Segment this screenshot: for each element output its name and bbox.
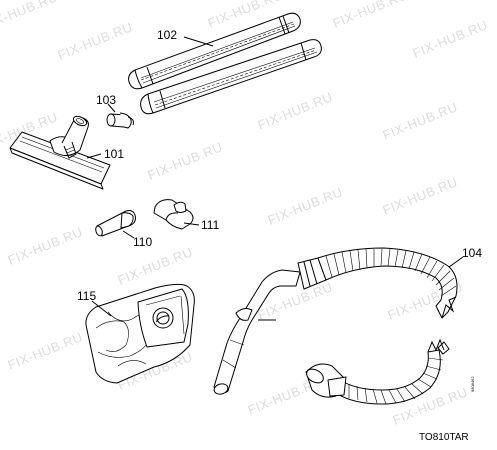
watermark-text: FIX-HUB.RU xyxy=(381,174,460,218)
watermark-text: FIX-HUB.RU xyxy=(256,89,335,133)
tube-upper xyxy=(128,12,301,90)
watermark-text: FIX-HUB.RU xyxy=(0,0,60,33)
watermark-text: FIX-HUB.RU xyxy=(331,0,410,31)
small-drawing-number: 9808462 xyxy=(470,376,475,392)
watermark-text: FIX-HUB.RU xyxy=(411,17,490,61)
watermark-text: FIX-HUB.RU xyxy=(6,224,85,268)
part-110-crevice-tool: 110 xyxy=(95,210,152,249)
watermark-text: FIX-HUB.RU xyxy=(116,244,195,288)
label-102: 102 xyxy=(157,28,177,42)
watermark-text: FIX-HUB.RU xyxy=(266,184,345,228)
watermark-text: FIX-HUB.RU xyxy=(381,99,460,143)
drawing-code: TO810TAR xyxy=(419,432,469,443)
part-111-upholstery-nozzle: 111 xyxy=(153,199,220,232)
part-103-tube-clip: 103 xyxy=(96,93,134,129)
watermark-text: FIX-HUB.RU xyxy=(6,329,85,373)
leader-104 xyxy=(448,256,464,268)
leader-103 xyxy=(107,103,116,113)
label-104: 104 xyxy=(462,246,482,260)
label-111: 111 xyxy=(201,218,220,232)
part-104-suction-hose: 104 xyxy=(213,246,482,405)
tube-lower xyxy=(140,39,322,115)
label-115: 115 xyxy=(77,289,96,303)
leader-110 xyxy=(122,230,135,239)
label-103: 103 xyxy=(96,93,116,107)
watermark-text: FIX-HUB.RU xyxy=(146,139,225,183)
part-102-extension-tubes: 102 xyxy=(128,12,322,115)
part-115-dust-bag: 115 xyxy=(77,283,195,384)
hose-ribs-upper xyxy=(325,248,457,297)
leader-102 xyxy=(183,36,214,47)
leader-111 xyxy=(183,222,200,226)
leader-101 xyxy=(86,153,102,159)
label-110: 110 xyxy=(133,235,152,249)
part-101-floor-nozzle: 101 xyxy=(9,115,124,190)
label-101: 101 xyxy=(104,147,124,161)
hose-ribs-lower xyxy=(340,357,444,405)
watermark-text: FIX-HUB.RU xyxy=(56,19,135,63)
leader-115 xyxy=(91,300,112,317)
